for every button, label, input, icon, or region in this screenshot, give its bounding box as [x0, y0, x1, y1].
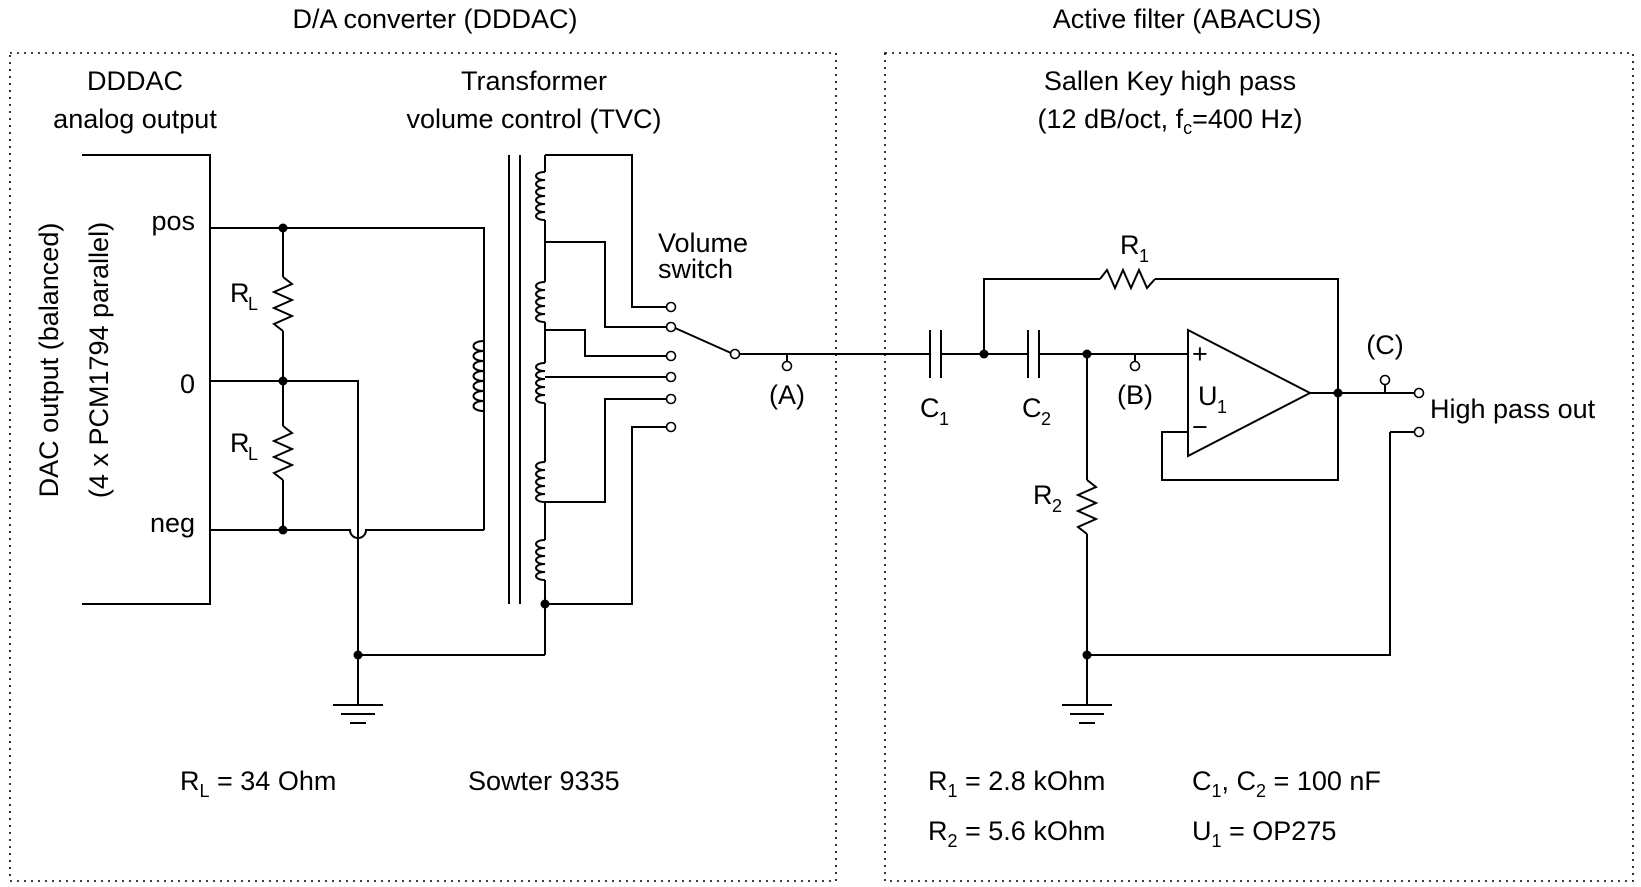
switch-contact	[665, 301, 677, 313]
secondary-coil	[535, 155, 546, 655]
point-b-label: (B)	[1117, 380, 1153, 410]
test-point-a	[781, 360, 793, 372]
tap-wire	[545, 426, 667, 605]
filter-ground-wire	[1087, 432, 1391, 656]
filter-heading-line2-sub: c	[1183, 118, 1192, 138]
dac-output-box	[82, 154, 211, 605]
switch-contact	[665, 371, 677, 383]
transformer-core	[508, 155, 521, 604]
volume-switch-label-line2: switch	[658, 254, 733, 284]
spec-r1: R1 = 2.8 kOhm	[928, 766, 1105, 801]
r1-resistor	[1099, 267, 1156, 291]
c1-capacitor	[929, 330, 942, 378]
switch-contact	[665, 393, 677, 405]
c2-capacitor	[1027, 330, 1040, 378]
opamp-minus: −	[1192, 412, 1208, 442]
u1-label-sub: 1	[1217, 397, 1227, 417]
junction-dot	[278, 525, 288, 535]
output-terminal-pos	[1413, 387, 1425, 399]
r2-label-sub: 2	[1052, 496, 1062, 516]
dac-vertical-label-line2: (4 x PCM1794 parallel)	[84, 222, 114, 498]
junction-dot	[979, 349, 989, 359]
switch-contact	[665, 350, 677, 362]
primary-coil	[472, 340, 485, 412]
high-pass-out-label: High pass out	[1430, 394, 1596, 424]
tap-wire	[545, 241, 667, 328]
dac-vertical-label-line1: DAC output (balanced)	[34, 223, 64, 498]
spec-r2: R2 = 5.6 kOhm	[928, 816, 1105, 851]
tvc-heading-line1: Transformer	[461, 66, 607, 96]
spec-transformer: Sowter 9335	[468, 766, 620, 796]
filter-heading-line2: (12 dB/oct, fc=400 Hz)	[1038, 104, 1303, 138]
rl-top-label-sub: L	[248, 294, 258, 314]
pos-wire	[210, 227, 485, 530]
filter-heading-line1: Sallen Key high pass	[1044, 66, 1296, 96]
filter-heading-line2-pre: (12 dB/oct, f	[1038, 104, 1184, 134]
r1-feedback-wire	[983, 278, 1100, 354]
filter-section-title: Active filter (ABACUS)	[1053, 4, 1322, 34]
opamp-feedback-wire	[1161, 393, 1339, 481]
tap-wire	[545, 329, 667, 357]
dac-section-title: D/A converter (DDDAC)	[292, 4, 577, 34]
rl-top-resistor	[271, 276, 295, 332]
test-point-b	[1129, 360, 1141, 372]
junction-dot	[1333, 388, 1343, 398]
switch-wiper	[674, 327, 732, 354]
neg-label: neg	[150, 508, 195, 538]
ground-symbol	[333, 655, 383, 724]
spec-rl: RL = 34 Ohm	[180, 766, 336, 801]
rl-top-label: R	[230, 278, 250, 308]
switch-pivot	[729, 348, 741, 360]
rl-bottom-resistor	[271, 425, 295, 481]
c1-label: C	[920, 393, 940, 423]
tvc-heading-line2: volume control (TVC)	[406, 104, 661, 134]
c2-label: C	[1022, 393, 1042, 423]
neg-wire	[210, 529, 484, 539]
zero-label: 0	[180, 369, 195, 399]
output-terminal-neg	[1413, 426, 1425, 438]
junction-dot	[278, 223, 288, 233]
rl-bottom-label: R	[230, 428, 250, 458]
filter-heading-line2-post: =400 Hz)	[1192, 104, 1302, 134]
opamp-plus: +	[1192, 339, 1208, 369]
test-point-c	[1379, 374, 1391, 386]
dac-section-frame	[9, 52, 837, 882]
opamp-u1	[1187, 328, 1313, 458]
filter-ground-symbol	[1062, 655, 1112, 724]
junction-dot	[278, 376, 288, 386]
dac-heading-line2: analog output	[53, 104, 217, 134]
r1-feedback-wire-right	[1155, 278, 1339, 393]
u1-label: U	[1198, 381, 1218, 411]
point-a-label: (A)	[769, 380, 805, 410]
tap-wire	[545, 154, 667, 308]
pos-label: pos	[151, 206, 195, 236]
r1-label-sub: 1	[1139, 246, 1149, 266]
c2-label-sub: 2	[1041, 409, 1051, 429]
zero-wire	[210, 380, 359, 655]
spec-capacitors: C1, C2 = 100 nF	[1192, 766, 1381, 801]
dac-heading-line1: DDDAC	[87, 66, 183, 96]
filter-section-frame	[884, 52, 1634, 882]
volume-switch-label-line1: Volume	[658, 228, 748, 258]
point-c-label: (C)	[1366, 330, 1403, 360]
rl-bottom-label-sub: L	[248, 444, 258, 464]
switch-contact	[665, 421, 677, 433]
spec-u1: U1 = OP275	[1192, 816, 1336, 851]
r1-label: R	[1120, 230, 1140, 260]
tap-wire	[545, 398, 667, 503]
r2-label: R	[1033, 480, 1053, 510]
c1-label-sub: 1	[939, 409, 949, 429]
switch-contact	[665, 321, 677, 333]
r2-resistor	[1075, 479, 1099, 535]
